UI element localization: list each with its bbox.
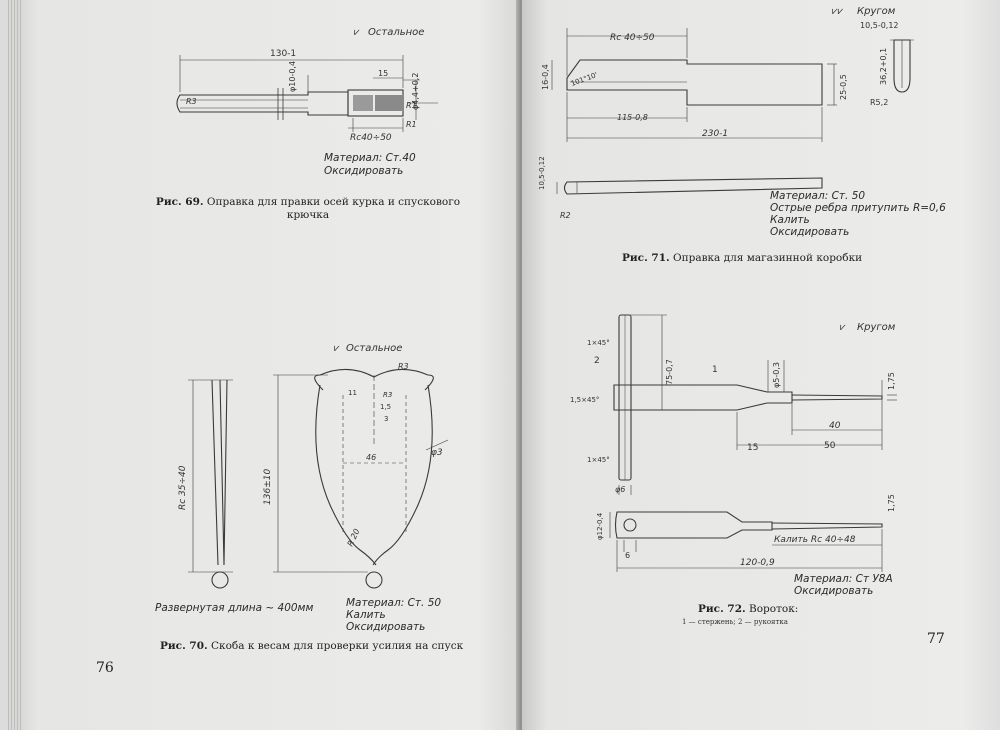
fig71-caption: Рис. 71. Оправка для магазинной коробки <box>622 252 882 265</box>
fig69-dim-rc: Rc40÷50 <box>350 133 392 143</box>
left-page-number: 76 <box>96 660 114 676</box>
fig72-roughness: Кругом <box>857 322 896 333</box>
fig72-label1: 1 <box>712 365 718 375</box>
fig72-dim-d6: φ6 <box>615 485 625 494</box>
fig72-hardness: Калить Rc 40÷48 <box>774 535 856 545</box>
fig71-treat1: Калить <box>770 214 810 226</box>
fig71-dim-rc: Rc 40÷50 <box>610 33 655 43</box>
fig72-dim-15: 15 <box>747 443 758 453</box>
fig70-unrolled: Развернутая длина ~ 400мм <box>155 602 314 614</box>
fig71-treat2: Оксидировать <box>770 226 850 238</box>
fig72-subcaption: 1 — стержень; 2 — рукоятка <box>682 618 788 626</box>
fig72-dim-175b: 1,75 <box>887 494 896 512</box>
fig71-dim-230: 230-1 <box>702 129 728 139</box>
fig72-ch1: 1×45° <box>587 339 610 347</box>
fig70-label: Рис. 70. <box>160 640 208 652</box>
fig70-roughness-sign: ⩗ <box>334 343 340 354</box>
fig72-dim-40: 40 <box>829 421 841 431</box>
fig71-caption-text: Оправка для магазинной коробки <box>673 252 863 264</box>
fig69-dim-d44: φ4,4+0,2 <box>411 73 420 110</box>
fig70-dim-46: 46 <box>366 453 376 462</box>
left-page: Остальное ⩗ 130-1 φ10-0,4 15 φ4,4+0,2 R3… <box>8 0 520 730</box>
fig71-dim-angle: 101°10' <box>570 71 599 88</box>
fig72-dim-175a: 1,75 <box>887 372 896 390</box>
fig71-dim-r2: R2 <box>560 211 571 220</box>
fig70-caption-text: Скоба к весам для проверки усилия на спу… <box>211 640 464 652</box>
fig69-treatment: Оксидировать <box>324 165 404 177</box>
fig70-dim-d3: φ3 <box>431 448 443 458</box>
fig70-dim-height: 136±10 <box>263 469 273 505</box>
fig69-dim-length: 130-1 <box>270 49 296 59</box>
fig70-dim-15: 1,5 <box>380 403 391 411</box>
fig69-label: Рис. 69. <box>155 196 204 208</box>
fig72-roughness-sign: ⩗ <box>840 322 846 333</box>
fig69-dim-d10: φ10-0,4 <box>288 61 297 92</box>
fig69-roughness: Остальное <box>368 27 424 38</box>
fig72-dim-d12: φ12-0,4 <box>596 512 604 540</box>
fig70-roughness: Остальное <box>346 343 402 354</box>
fig72-drawing: Кругом ⩗ 1×45° 2 1,5×45° 1×45° 1 75-0,7 … <box>570 314 897 572</box>
fig70-drawing: Остальное ⩗ Rc 35÷40 136±10 R3 R3 1,5 3 … <box>178 343 449 589</box>
book-gutter <box>516 0 526 730</box>
right-page: Кругом ⩗⩗ Rc 40÷50 16-0,4 101°10' 115-0,… <box>522 0 1000 730</box>
fig69-caption: Рис. 69. Оправка для правки осей курка и… <box>148 196 468 222</box>
page-edges <box>8 0 22 730</box>
fig70-dim-rc: Rc 35÷40 <box>178 465 188 510</box>
fig69-roughness-sign: ⩗ <box>354 27 360 38</box>
fig69-caption-line2: крючка <box>286 209 330 221</box>
fig69-drawing: Остальное ⩗ 130-1 φ10-0,4 15 φ4,4+0,2 R3… <box>176 27 438 143</box>
fig70-dim-3: 3 <box>384 415 388 423</box>
fig70-dim-r3: R3 <box>398 362 409 371</box>
fig71-dim-115: 115-0,8 <box>617 113 648 122</box>
fig72-treatment: Оксидировать <box>794 585 874 597</box>
fig69-dim-15: 15 <box>378 69 388 78</box>
fig70-treat1: Калить <box>346 609 386 621</box>
fig69-dim-r3: R3 <box>186 97 197 106</box>
fig71-label: Рис. 71. <box>622 252 670 264</box>
fig72-dim-6: 6 <box>625 551 630 560</box>
fig72-dim-120: 120-0,9 <box>740 558 775 568</box>
fig69-material: Материал: Ст.40 <box>324 152 416 164</box>
fig71-dim-25: 25-0,5 <box>839 74 848 100</box>
fig71-dim-105a: 10,5-0,12 <box>860 21 899 30</box>
fig71-material: Материал: Ст. 50 <box>770 190 866 202</box>
fig70-caption: Рис. 70. Скоба к весам для проверки усил… <box>160 640 480 653</box>
fig72-label: Рис. 72. <box>698 603 746 615</box>
fig70-material: Материал: Ст. 50 <box>346 597 442 609</box>
fig70-treat2: Оксидировать <box>346 621 426 633</box>
fig72-dim-75: 75-0,7 <box>665 359 674 385</box>
fig69-dim-r1a: R1 <box>406 101 417 110</box>
fig72-ch1b: 1×45° <box>587 456 610 464</box>
fig72-label2: 2 <box>594 356 600 366</box>
fig70-dim-r3b: R3 <box>383 391 392 399</box>
fig72-caption: Рис. 72. Вороток: <box>698 603 898 616</box>
fig71-dim-105b: 10,5-0,12 <box>538 156 546 190</box>
fig72-dim-50: 50 <box>824 441 836 451</box>
fig69-dim-r1b: R1 <box>406 120 417 129</box>
fig71-dim-16: 16-0,4 <box>541 64 550 90</box>
right-page-number: 77 <box>927 631 945 647</box>
fig72-material: Материал: Ст У8А <box>794 573 893 585</box>
fig71-note1: Острые ребра притупить R=0,6 <box>770 202 946 214</box>
fig72-ch15: 1,5×45° <box>570 396 599 404</box>
fig71-dim-362: 36,2+0,1 <box>879 48 888 85</box>
fig70-dim-11: 11 <box>348 389 357 397</box>
fig71-drawing: Кругом ⩗⩗ Rc 40÷50 16-0,4 101°10' 115-0,… <box>538 6 914 220</box>
fig69-caption-line1: Оправка для правки осей курка и спусково… <box>206 196 461 208</box>
fig71-roughness: Кругом <box>857 6 896 17</box>
fig72-dim-d5: φ5-0,3 <box>772 362 781 388</box>
fig71-roughness-sign: ⩗⩗ <box>832 6 844 17</box>
fig71-dim-r52: R5,2 <box>870 98 888 107</box>
fig72-caption-text: Вороток: <box>749 603 799 615</box>
fig70-dim-r20: R 20 <box>346 527 362 547</box>
